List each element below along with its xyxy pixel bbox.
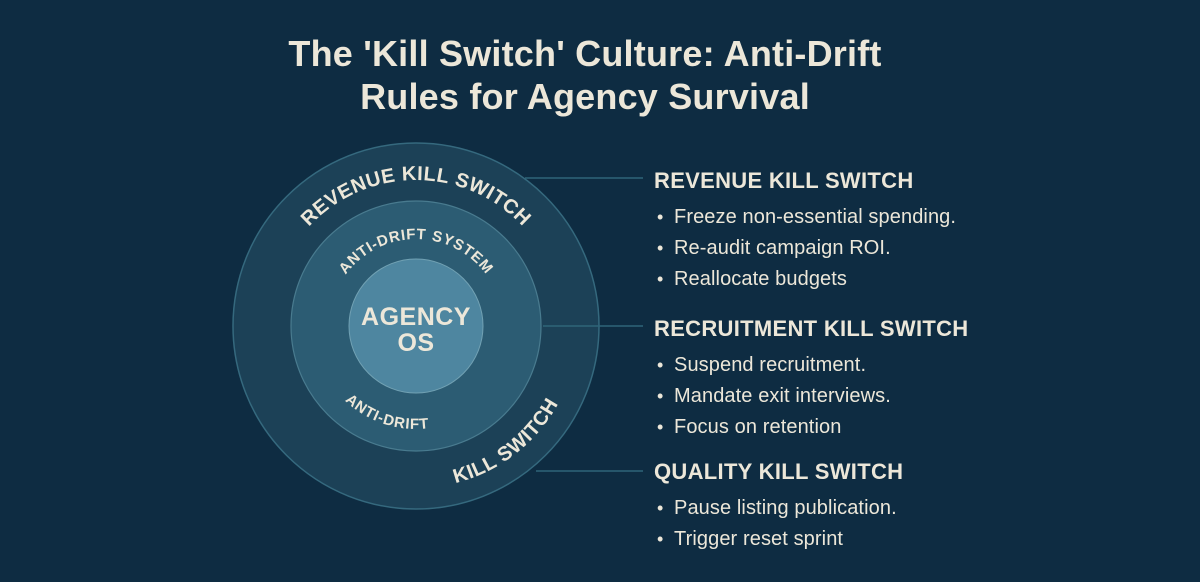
list-item: Re-audit campaign ROI. [654, 233, 1054, 264]
section-heading: QUALITY KILL SWITCH [654, 459, 904, 484]
center-label-agency: AGENCY [361, 303, 471, 331]
list-item: Reallocate budgets [654, 264, 1054, 295]
bullet-list: Pause listing publication. Trigger reset… [654, 493, 1054, 555]
list-item: Pause listing publication. [654, 493, 1054, 524]
section-recruitment-kill-switch: RECRUITMENT KILL SWITCH Suspend recruitm… [654, 315, 1054, 443]
list-item: Focus on retention [654, 412, 1054, 443]
section-revenue-kill-switch: REVENUE KILL SWITCH Freeze non-essential… [654, 167, 1054, 295]
page-title-line2: Rules for Agency Survival [360, 76, 810, 117]
inner-circle [348, 258, 484, 394]
section-quality-kill-switch: QUALITY KILL SWITCH Pause listing public… [654, 458, 1054, 555]
list-item: Freeze non-essential spending. [654, 202, 1054, 233]
bullet-list: Suspend recruitment. Mandate exit interv… [654, 350, 1054, 443]
list-item: Trigger reset sprint [654, 524, 1054, 555]
section-heading: RECRUITMENT KILL SWITCH [654, 316, 969, 341]
page-title-line1: The 'Kill Switch' Culture: Anti-Drift [288, 33, 882, 74]
bullet-list: Freeze non-essential spending. Re-audit … [654, 202, 1054, 295]
list-item: Mandate exit interviews. [654, 381, 1054, 412]
list-item: Suspend recruitment. [654, 350, 1054, 381]
center-label-os: OS [397, 329, 434, 357]
section-heading: REVENUE KILL SWITCH [654, 168, 914, 193]
page-title: The 'Kill Switch' Culture: Anti-Drift Ru… [0, 32, 1170, 118]
